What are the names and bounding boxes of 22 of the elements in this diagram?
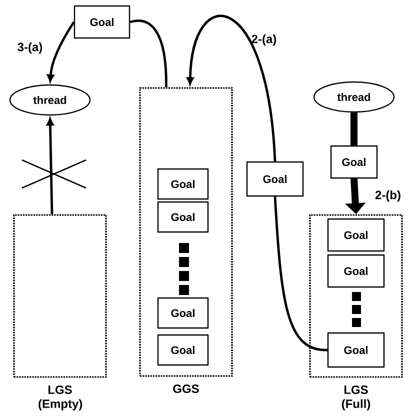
stack-box — [139, 87, 233, 377]
node-label: GGS — [173, 384, 199, 394]
edge-label: 2-(b) — [375, 190, 400, 202]
edge-label: 2-(a) — [252, 34, 276, 46]
node-label: LGS (Empty) — [38, 386, 82, 410]
arrow — [47, 21, 75, 82]
arrow — [46, 118, 54, 214]
goal-box: Goal — [330, 145, 378, 179]
edge-label: 3-(a) — [18, 42, 42, 54]
goal-box: Goal — [157, 334, 209, 366]
goal-box: Goal — [327, 218, 385, 252]
node-label: LGS (Full) — [342, 386, 370, 410]
goal-box: Goal — [74, 5, 130, 39]
goal-box: Goal — [246, 161, 304, 197]
stack-box — [13, 214, 107, 378]
goal-box: Goal — [327, 254, 385, 288]
goal-box: Goal — [327, 332, 385, 368]
goal-box: Goal — [157, 168, 209, 200]
goal-box: Goal — [157, 297, 209, 329]
arrow — [186, 14, 276, 162]
goal-box: Goal — [157, 201, 209, 233]
stack-box — [309, 214, 403, 378]
